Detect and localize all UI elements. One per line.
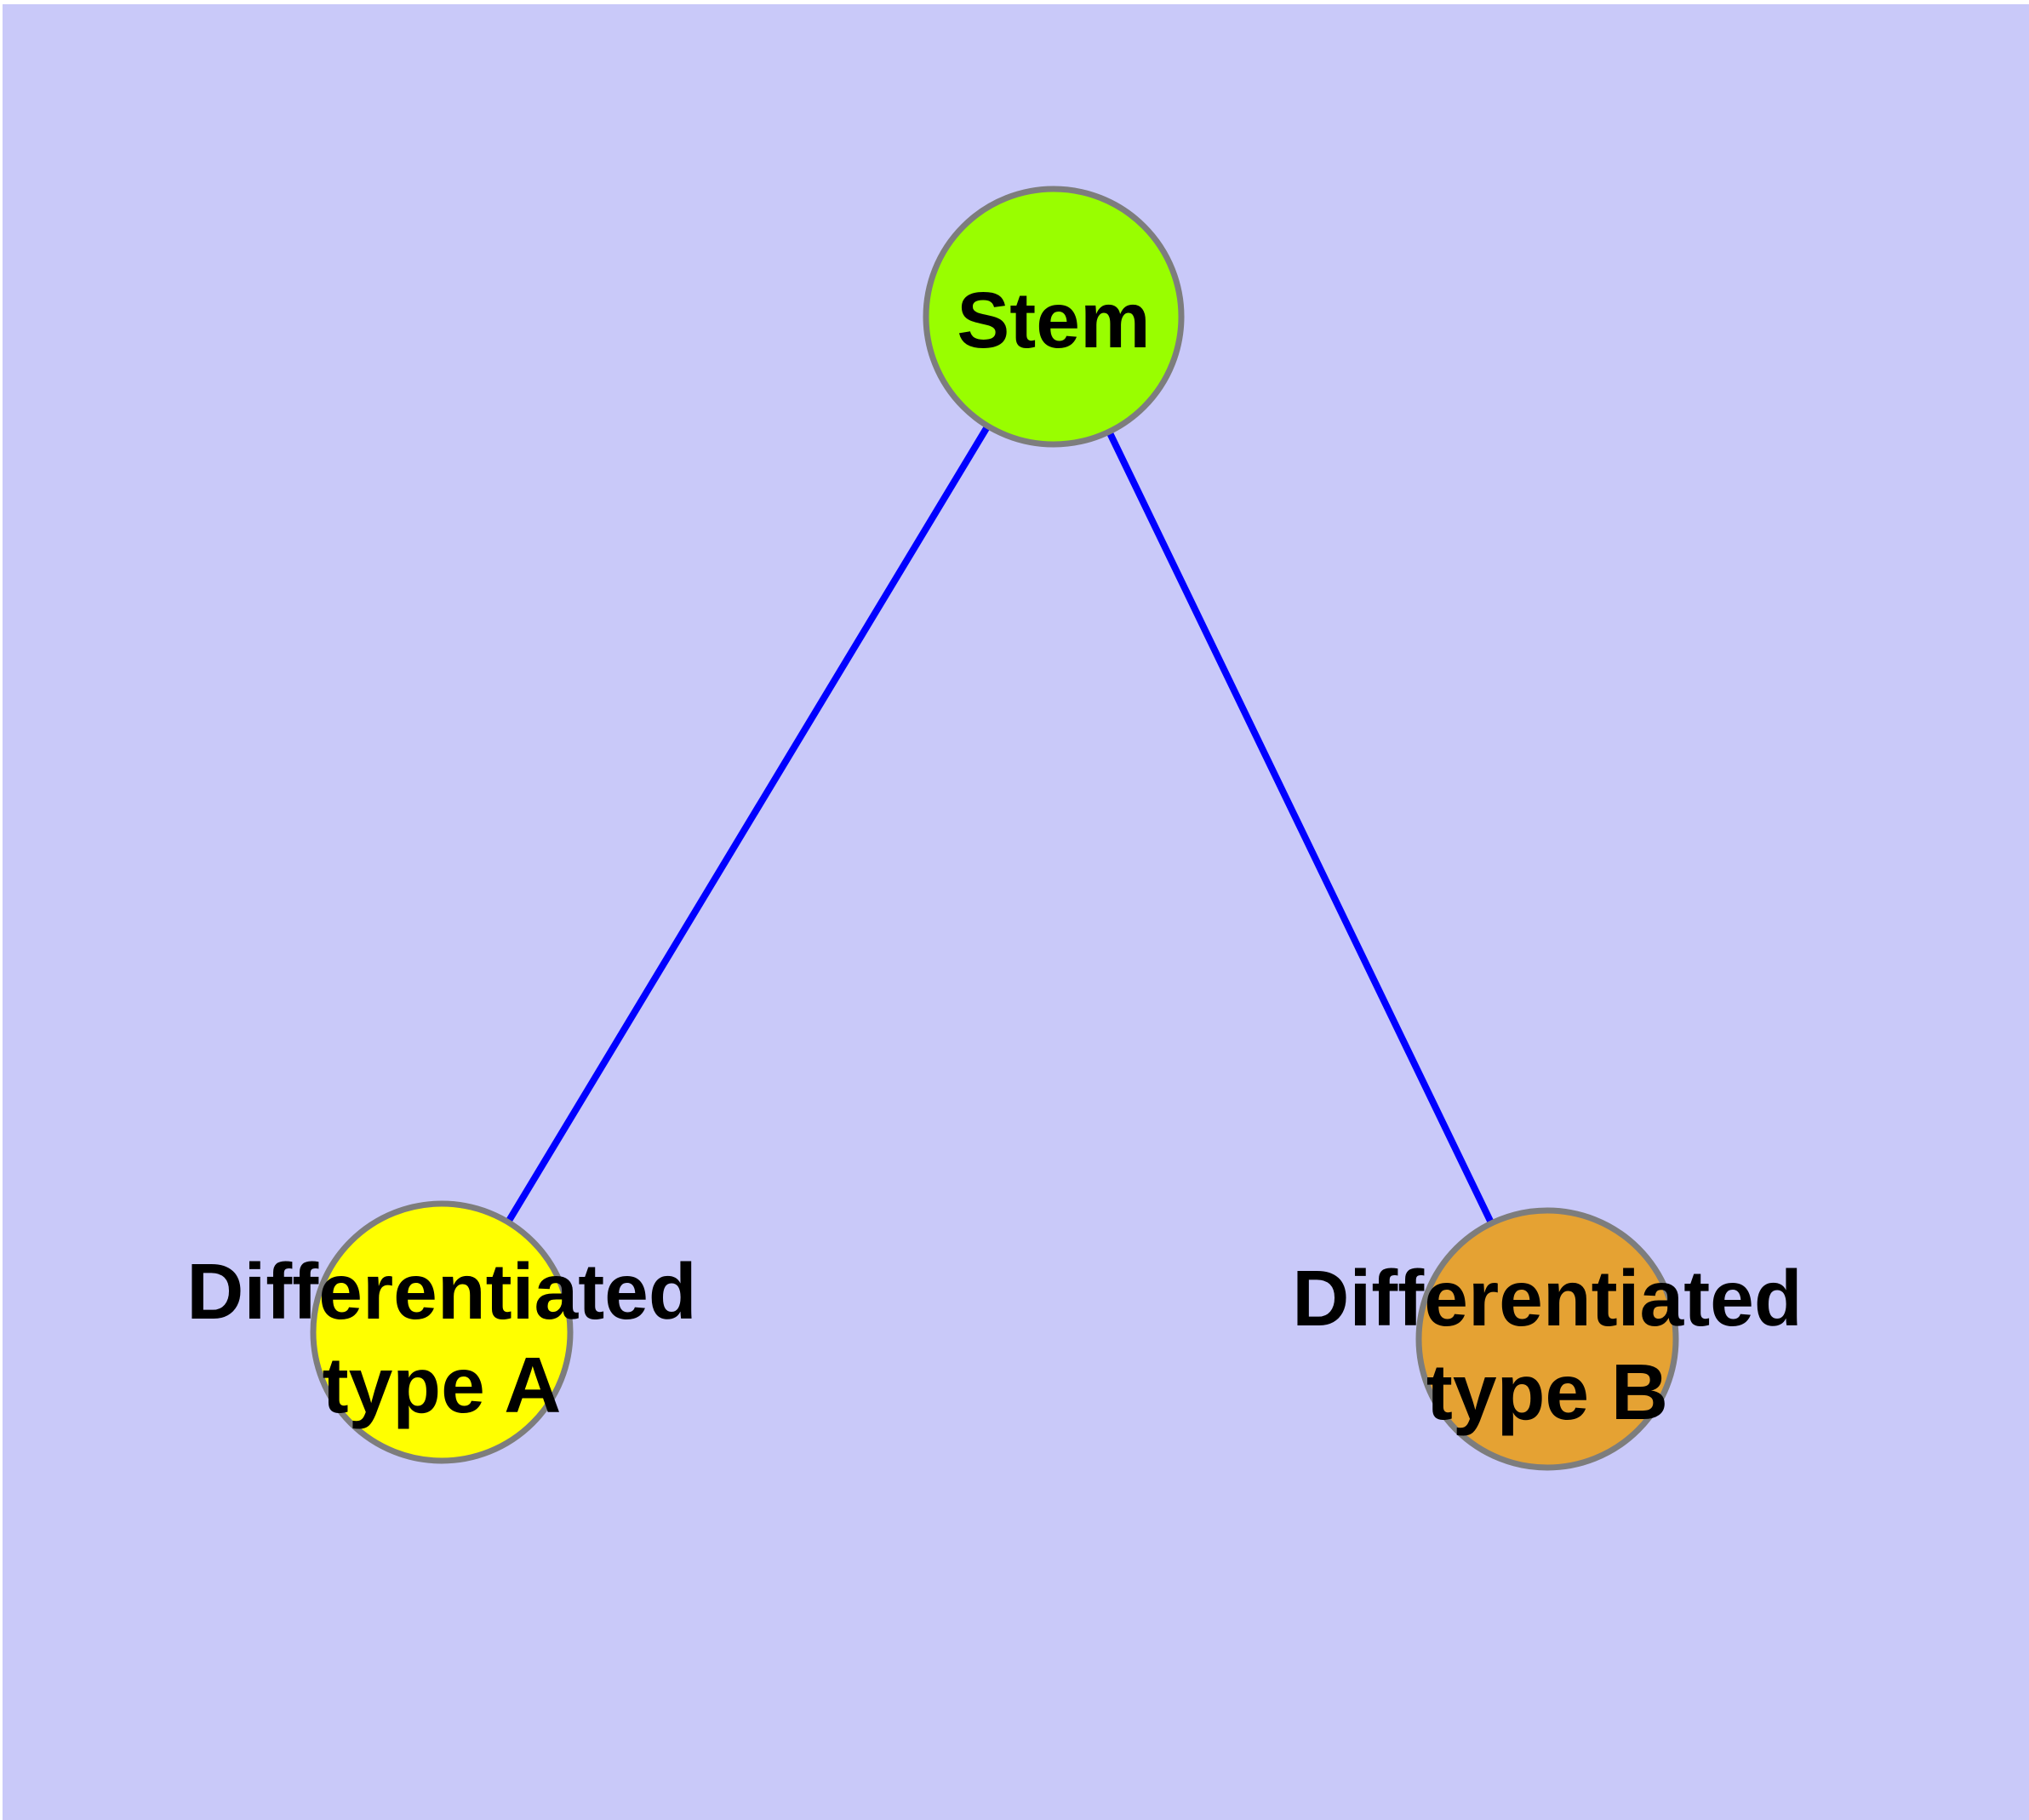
node-label-stem: Stem: [957, 276, 1150, 364]
node-circle-differentiated-type-b: [1415, 1207, 1679, 1471]
node-circle-differentiated-type-a: [310, 1200, 574, 1464]
edge-stem-to-differentiated-type-a: [505, 424, 991, 1224]
edges-layer: [505, 424, 1495, 1225]
edge-stem-to-differentiated-type-b: [1106, 430, 1495, 1225]
node-circle-stem: [923, 186, 1185, 448]
node-stem: Stem: [923, 186, 1185, 448]
